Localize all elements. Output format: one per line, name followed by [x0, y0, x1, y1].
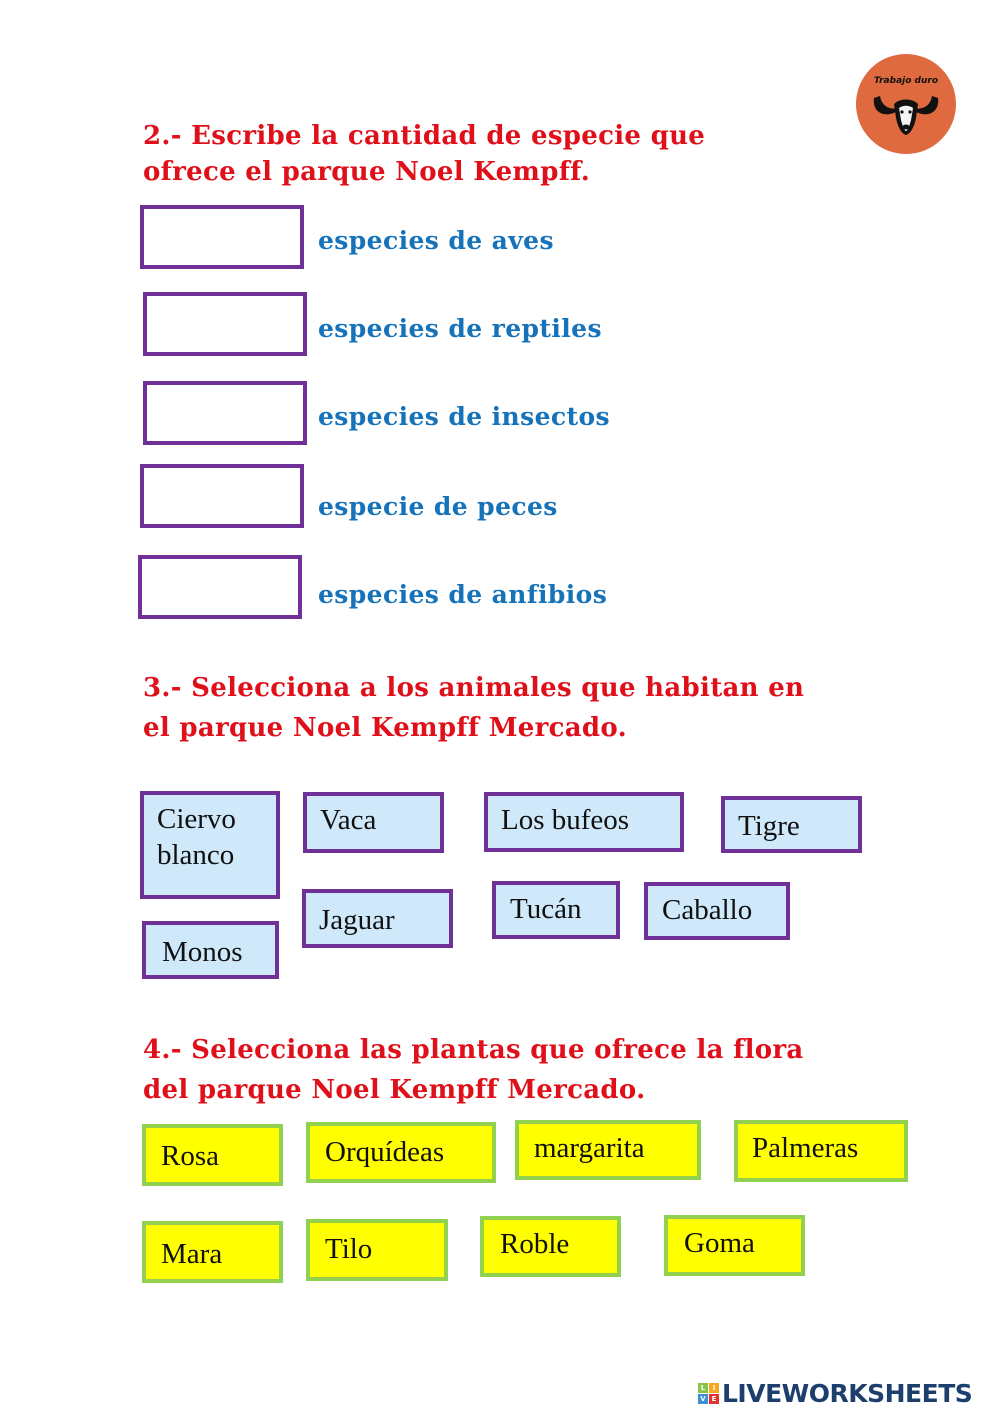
reptiles-count-input[interactable]	[143, 292, 307, 356]
plant-option-palmeras[interactable]: Palmeras	[734, 1120, 908, 1182]
animal-option-tucan[interactable]: Tucán	[492, 881, 620, 939]
plant-option-orquideas[interactable]: Orquídeas	[306, 1122, 496, 1183]
animal-option-los-bufeos[interactable]: Los bufeos	[484, 792, 684, 852]
anfibios-count-input[interactable]	[138, 555, 302, 619]
section2-heading: 2.- Escribe la cantidad de especie que o…	[143, 121, 706, 187]
aves-count-input[interactable]	[140, 205, 304, 269]
buffalo-head-icon	[873, 96, 939, 135]
plant-option-mara[interactable]: Mara	[142, 1221, 283, 1283]
plant-option-tilo[interactable]: Tilo	[306, 1219, 448, 1281]
anfibios-label: especies de anfibios	[318, 580, 608, 609]
plant-option-roble[interactable]: Roble	[480, 1216, 621, 1277]
animal-option-tigre[interactable]: Tigre	[721, 796, 862, 853]
animal-option-caballo[interactable]: Caballo	[644, 882, 790, 940]
section4-heading: 4.- Selecciona las plantas que ofrece la…	[143, 1035, 804, 1105]
animal-option-monos[interactable]: Monos	[142, 921, 279, 979]
trabajo-duro-logo: Trabajo duro	[856, 54, 956, 154]
logo-text: Trabajo duro	[873, 76, 939, 86]
reptiles-label: especies de reptiles	[318, 314, 602, 343]
animal-option-vaca[interactable]: Vaca	[303, 792, 444, 853]
liveworksheets-logo-icon: L I V E	[698, 1382, 719, 1404]
liveworksheets-wordmark: LIVEWORKSHEETS	[722, 1378, 973, 1408]
insectos-label: especies de insectos	[318, 402, 611, 431]
plant-option-margarita[interactable]: margarita	[515, 1120, 701, 1180]
insectos-count-input[interactable]	[143, 381, 307, 445]
section3-heading: 3.- Selecciona a los animales que habita…	[143, 673, 805, 743]
plant-option-goma[interactable]: Goma	[664, 1215, 805, 1276]
peces-label: especie de peces	[318, 492, 558, 521]
animal-option-jaguar[interactable]: Jaguar	[302, 889, 453, 948]
liveworksheets-brand: L I V E LIVEWORKSHEETS	[698, 1378, 973, 1408]
peces-count-input[interactable]	[140, 464, 304, 528]
animal-option-ciervo-blanco[interactable]: Ciervo blanco	[140, 791, 280, 899]
plant-option-rosa[interactable]: Rosa	[142, 1124, 283, 1186]
aves-label: especies de aves	[318, 226, 554, 255]
